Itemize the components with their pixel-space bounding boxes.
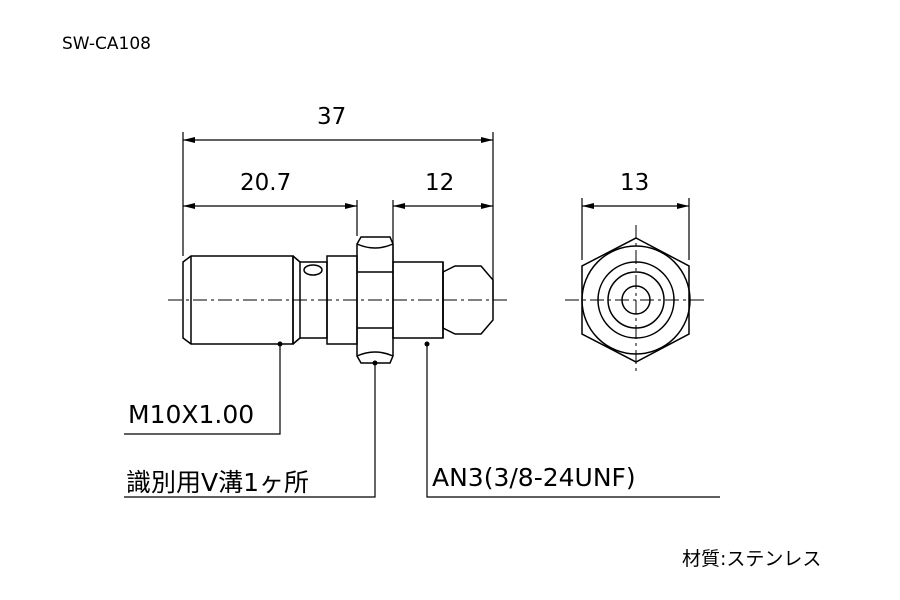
centerlines: [168, 225, 708, 375]
dim-label-tip-length: 12: [425, 170, 455, 196]
thread-spec-callout: M10X1.00: [128, 400, 255, 429]
groove-note-callout: 識別用V溝1ヶ所: [126, 468, 310, 497]
dim-label-thread-length: 20.7: [240, 170, 292, 196]
part-number: SW-CA108: [62, 34, 151, 54]
material-note: 材質:ステンレス: [682, 548, 822, 570]
fitting-spec-callout: AN3(3/8-24UNF): [432, 463, 636, 492]
leaders: [124, 344, 720, 498]
dim-label-overall: 37: [317, 104, 347, 130]
dim-label-hex-width: 13: [620, 170, 650, 196]
